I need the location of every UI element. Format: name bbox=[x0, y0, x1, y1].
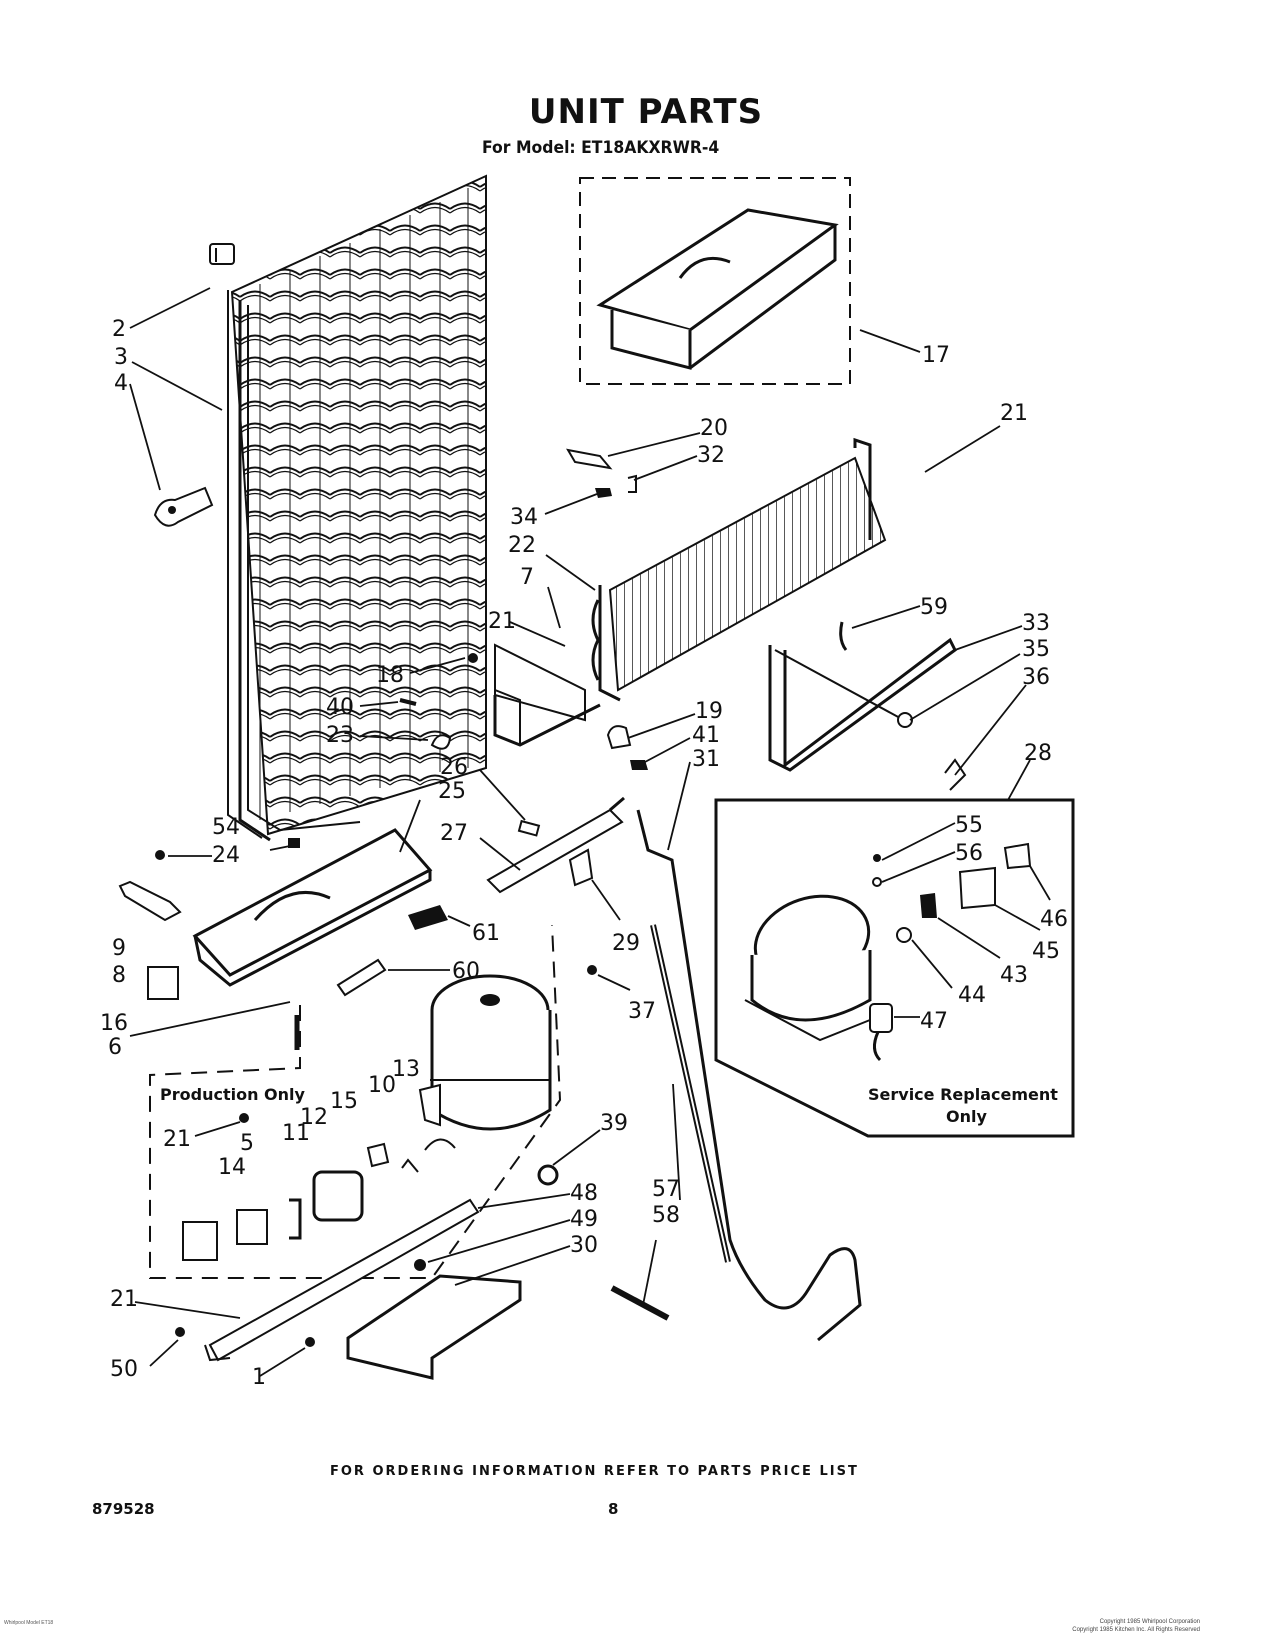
small-parts-left bbox=[118, 850, 182, 1000]
callout-16: 16 bbox=[100, 1011, 128, 1036]
page-title: UNIT PARTS bbox=[528, 92, 764, 132]
callout-56: 56 bbox=[955, 841, 983, 866]
callout-47: 47 bbox=[920, 1009, 948, 1034]
production-only-box bbox=[149, 924, 562, 1279]
callout-13: 13 bbox=[392, 1057, 420, 1082]
production-electrical-parts bbox=[182, 1113, 456, 1261]
callout-33: 33 bbox=[1022, 611, 1050, 636]
callout-3: 3 bbox=[114, 345, 128, 370]
service-replacement-box bbox=[714, 798, 1075, 1138]
callout-50: 50 bbox=[110, 1357, 138, 1382]
callout-1: 1 bbox=[252, 1365, 266, 1390]
filter-drier-27 bbox=[294, 796, 625, 1050]
callout-8: 8 bbox=[112, 963, 126, 988]
callout-9: 9 bbox=[112, 936, 126, 961]
callout-39: 39 bbox=[600, 1111, 628, 1136]
ordering-note: FOR ORDERING INFORMATION REFER TO PARTS … bbox=[330, 1464, 859, 1479]
callout-18: 18 bbox=[376, 663, 404, 688]
callout-20: 20 bbox=[700, 416, 728, 441]
service-replacement-label-1: Service Replacement bbox=[868, 1085, 1058, 1104]
callout-54: 54 bbox=[212, 815, 240, 840]
callout-12: 12 bbox=[300, 1105, 328, 1130]
callout-14: 14 bbox=[218, 1155, 246, 1180]
dashed-box-17 bbox=[579, 177, 851, 385]
compressor-production bbox=[418, 974, 552, 1131]
callout-43: 43 bbox=[1000, 963, 1028, 988]
service-compressor bbox=[744, 842, 1032, 1062]
callout-37: 37 bbox=[628, 999, 656, 1024]
callout-49: 49 bbox=[570, 1207, 598, 1232]
callout-48: 48 bbox=[570, 1181, 598, 1206]
callout-61: 61 bbox=[472, 921, 500, 946]
callout-2: 2 bbox=[112, 317, 126, 342]
service-replacement-label-2: Only bbox=[946, 1107, 987, 1126]
bracket-part-4 bbox=[153, 486, 214, 527]
model-line: For Model: ET18AKXRWR-4 bbox=[482, 138, 720, 158]
callout-28: 28 bbox=[1024, 741, 1052, 766]
callout-58: 58 bbox=[652, 1203, 680, 1228]
defrost-drain-pan-25 bbox=[192, 828, 433, 987]
callout-4: 4 bbox=[114, 371, 128, 396]
callout-6: 6 bbox=[108, 1035, 122, 1060]
defrost-heater-part-33 bbox=[768, 637, 967, 791]
callout-32: 32 bbox=[697, 443, 725, 468]
callout-19: 19 bbox=[695, 699, 723, 724]
page-number: 8 bbox=[608, 1500, 619, 1518]
callout-21-mid: 21 bbox=[488, 609, 516, 634]
leader-lines bbox=[129, 287, 1051, 1377]
callout-11: 11 bbox=[282, 1121, 310, 1146]
callout-24: 24 bbox=[212, 843, 240, 868]
callout-40: 40 bbox=[326, 695, 354, 720]
callout-7: 7 bbox=[520, 565, 534, 590]
callout-21-low: 21 bbox=[110, 1287, 138, 1312]
callout-17: 17 bbox=[922, 343, 950, 368]
callout-27: 27 bbox=[440, 821, 468, 846]
callout-26: 26 bbox=[440, 755, 468, 780]
callout-5: 5 bbox=[240, 1131, 254, 1156]
copyright-line-2: Copyright 1985 Kitchen Inc. All Rights R… bbox=[1072, 1627, 1200, 1633]
callout-23: 23 bbox=[326, 723, 354, 748]
callout-21-prod: 21 bbox=[163, 1127, 191, 1152]
callout-15: 15 bbox=[330, 1089, 358, 1114]
callout-57: 57 bbox=[652, 1177, 680, 1202]
callout-labels: 2 3 4 17 20 21 32 34 22 7 21 59 33 35 36… bbox=[100, 317, 1068, 1390]
callout-34: 34 bbox=[510, 505, 538, 530]
drain-tray-17 bbox=[596, 208, 839, 370]
evaporator-coil bbox=[591, 437, 887, 702]
callout-25: 25 bbox=[438, 779, 466, 804]
callout-35: 35 bbox=[1022, 637, 1050, 662]
callout-10: 10 bbox=[368, 1073, 396, 1098]
callout-30: 30 bbox=[570, 1233, 598, 1258]
drain-trough-part-7 bbox=[493, 643, 601, 747]
production-only-label: Production Only bbox=[160, 1085, 306, 1104]
document-number: 879528 bbox=[92, 1500, 155, 1518]
callout-45: 45 bbox=[1032, 939, 1060, 964]
copyright-line-1: Copyright 1985 Whirlpool Corporation bbox=[1099, 1619, 1200, 1625]
callout-46: 46 bbox=[1040, 907, 1068, 932]
callout-21-top: 21 bbox=[1000, 401, 1028, 426]
callout-41: 41 bbox=[692, 723, 720, 748]
callout-31: 31 bbox=[692, 747, 720, 772]
callout-22: 22 bbox=[508, 533, 536, 558]
callout-36: 36 bbox=[1022, 665, 1050, 690]
callout-29: 29 bbox=[612, 931, 640, 956]
capillary-tube-31 bbox=[610, 809, 862, 1342]
copyright-block: Copyright 1985 Whirlpool Corporation Cop… bbox=[1000, 1618, 1200, 1634]
callout-60: 60 bbox=[452, 959, 480, 984]
callout-44: 44 bbox=[958, 983, 986, 1008]
callout-59: 59 bbox=[920, 595, 948, 620]
fineprint: Whirlpool Model ET18 bbox=[4, 1620, 54, 1626]
clip-part-2 bbox=[209, 243, 235, 265]
small-parts-upper bbox=[399, 448, 848, 770]
callout-55: 55 bbox=[955, 813, 983, 838]
base-plate-30 bbox=[175, 965, 597, 1380]
